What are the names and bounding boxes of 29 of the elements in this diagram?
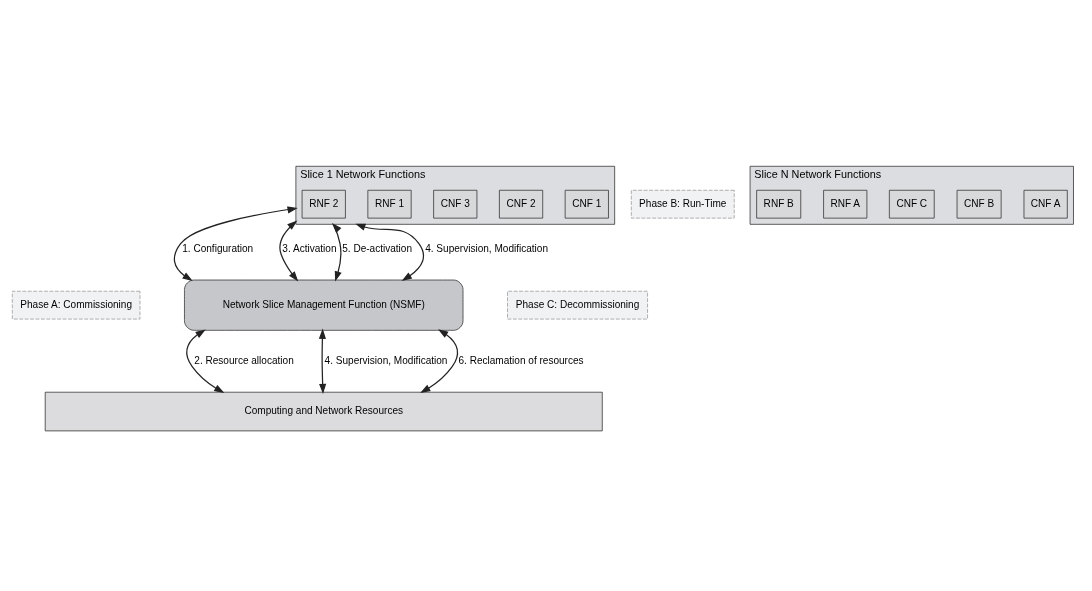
arrow xyxy=(318,328,327,394)
node-box: Phase A: Commissioning xyxy=(11,290,141,320)
node-box: RNF A xyxy=(823,189,868,219)
node-box: Network Slice Management Function (NSMF) xyxy=(184,279,464,331)
node-box: CNF B xyxy=(956,189,1002,219)
node-box: RNF 1 xyxy=(367,189,412,219)
arrow xyxy=(420,329,459,393)
node-box: CNF 3 xyxy=(433,189,478,219)
arrow xyxy=(186,329,225,394)
node-box: CNF A xyxy=(1023,189,1068,219)
edge-label: 3. Activation xyxy=(282,242,337,254)
node-box: Computing and Network Resources xyxy=(44,391,603,432)
node-box: CNF 1 xyxy=(564,189,609,219)
edge-label: 2. Resource allocation xyxy=(194,354,294,366)
edge-label: 4. Supervision, Modification xyxy=(324,354,448,366)
node-box: Phase C: Decommissioning xyxy=(507,290,648,320)
edge-label: 4. Supervision, Modification xyxy=(425,242,549,254)
edge-label: 6. Reclamation of resources xyxy=(458,354,584,366)
arrow xyxy=(331,222,342,282)
node-box: RNF 2 xyxy=(301,189,346,219)
node-box: CNF 2 xyxy=(499,189,544,219)
edge-label: 1. Configuration xyxy=(182,242,254,254)
edge-label: 5. De-activation xyxy=(342,242,413,254)
node-box: RNF B xyxy=(756,189,802,219)
node-box: CNF C xyxy=(888,189,935,219)
arrow xyxy=(279,220,299,282)
node-box: Phase B: Run-Time xyxy=(630,189,735,219)
arrow xyxy=(355,223,425,281)
arrow xyxy=(173,206,298,281)
